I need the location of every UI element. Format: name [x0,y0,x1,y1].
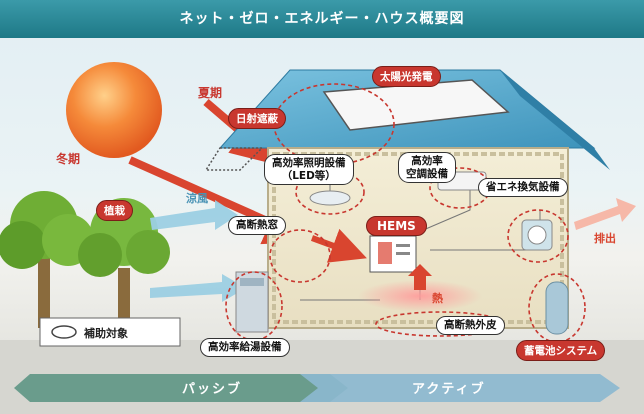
diagram-title: ネット・ゼロ・エネルギー・ハウス概要図 [179,11,465,27]
sunshade-eave [204,147,264,171]
passive-label: パッシブ [182,382,243,397]
sunshade-label: 日射遮蔽 [228,108,286,129]
ceiling-lamp-icon [309,190,351,206]
title-bar [0,0,644,38]
cool-breeze-label: 涼風 [186,192,208,205]
water-heater-label: 高効率給湯設備 [200,338,290,357]
solar-label: 太陽光発電 [372,66,441,87]
winter-label: 冬期 [56,152,81,166]
roof-side [500,70,610,170]
heat-label: 熱 [432,292,443,305]
heat-arrow-icon [408,264,432,290]
window-label: 高断熱窓 [228,216,286,235]
battery-label: 蓄電池システム [516,340,606,361]
insulation-label: 高断熱外皮 [436,316,505,335]
floor-heat-glow [358,280,482,312]
ventilation-fan-icon [521,219,553,251]
legend-oval-icon [51,325,77,339]
window-heat-arrow [310,228,367,263]
hems-label: HEMS [366,216,427,236]
battery-icon [545,281,569,335]
subsidy-legend-label: 補助対象 [84,327,128,340]
sun-icon [66,62,162,158]
summer-label: 夏期 [198,86,223,100]
water-heater-icon [235,271,269,333]
lighting-label: 高効率照明設備 （LED等） [264,154,354,186]
active-label: アクティブ [412,382,486,397]
exhaust-label: 排出 [594,232,616,245]
exhaust-arrow [574,198,636,230]
passive-arrow [14,374,348,402]
active-arrow [300,374,620,402]
planting-label: 植栽 [96,200,133,221]
aircon-label: 高効率 空調設備 [398,152,456,184]
ventilation-label: 省エネ換気設備 [478,178,568,197]
